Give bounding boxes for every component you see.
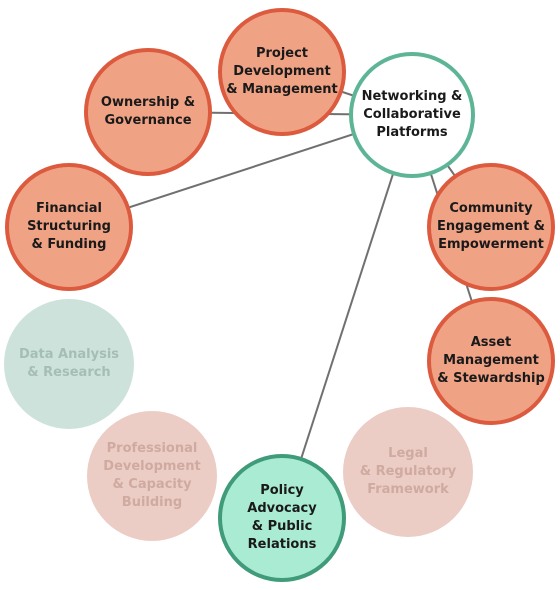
node-project-development[interactable]: Project Development & Management: [218, 8, 346, 136]
node-label: Asset Management & Stewardship: [437, 335, 545, 386]
node-asset-management[interactable]: Asset Management & Stewardship: [427, 297, 555, 425]
connector-networking-policy: [281, 114, 413, 519]
node-policy-advocacy[interactable]: Policy Advocacy & Public Relations: [218, 454, 346, 582]
node-label: Data Analysis & Research: [18, 347, 120, 380]
node-networking-hub[interactable]: Networking & Collaborative Platforms: [349, 52, 475, 178]
node-legal-regulatory[interactable]: Legal & Regulatory Framework: [343, 407, 473, 537]
node-label: Networking & Collaborative Platforms: [361, 89, 463, 140]
node-label: Professional Development & Capacity Buil…: [103, 441, 201, 510]
node-financial-structuring[interactable]: Financial Structuring & Funding: [5, 163, 133, 291]
node-data-analysis[interactable]: Data Analysis & Research: [4, 299, 134, 429]
node-ownership-governance[interactable]: Ownership & Governance: [84, 48, 212, 176]
node-label: Legal & Regulatory Framework: [359, 446, 457, 497]
node-label: Policy Advocacy & Public Relations: [247, 483, 317, 552]
node-label: Project Development & Management: [226, 46, 338, 97]
node-label: Ownership & Governance: [100, 95, 196, 128]
node-label: Community Engagement & Empowerment: [436, 201, 546, 252]
node-professional-development[interactable]: Professional Development & Capacity Buil…: [87, 411, 217, 541]
node-community-engagement[interactable]: Community Engagement & Empowerment: [427, 163, 555, 291]
node-label: Financial Structuring & Funding: [27, 201, 111, 252]
